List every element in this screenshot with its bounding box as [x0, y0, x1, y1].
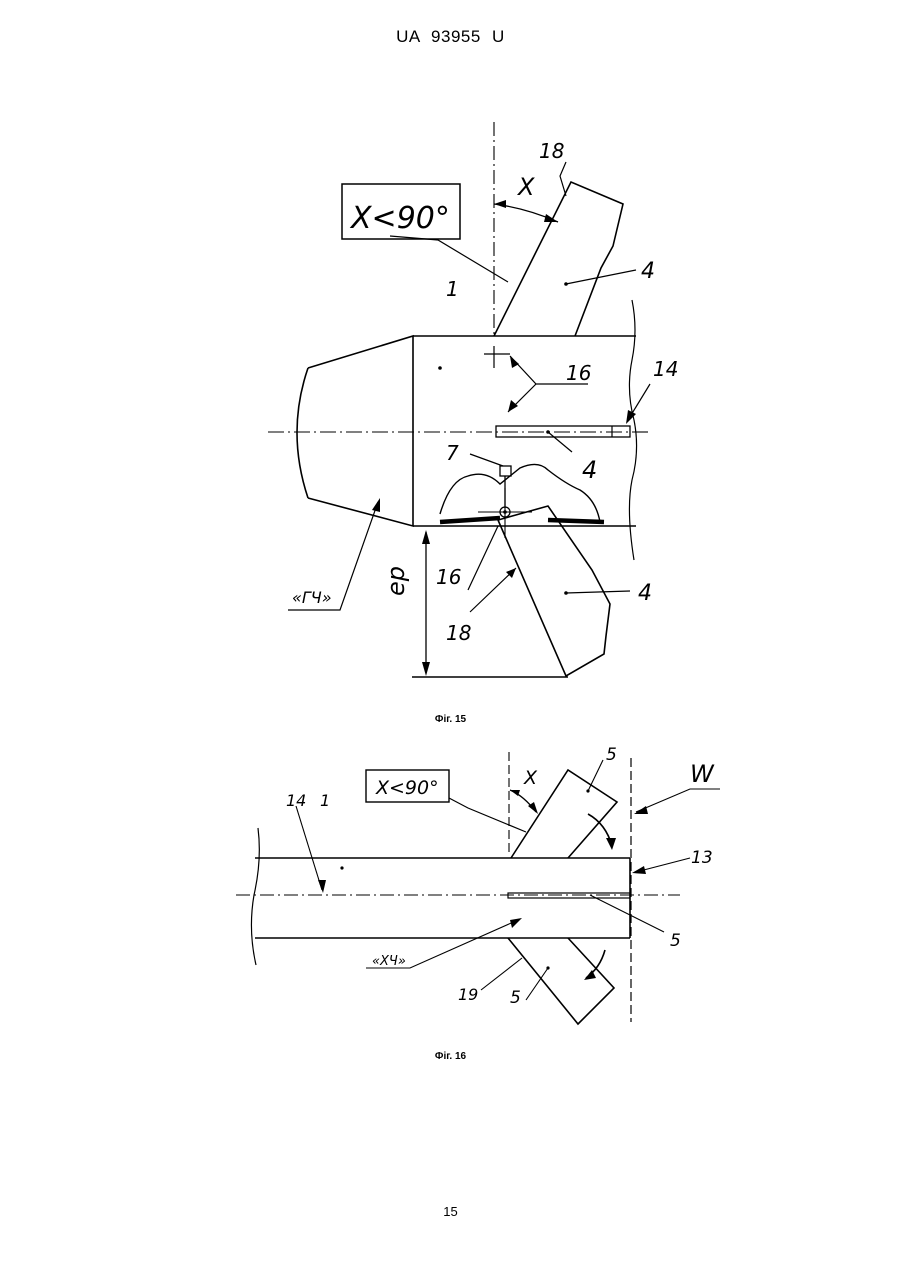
label-1-16: 1: [320, 791, 330, 810]
leader-4-mid: [548, 432, 572, 452]
label-xch: «ХЧ»: [372, 954, 406, 969]
leader-7: [470, 454, 503, 466]
lower-knife-4: [498, 506, 610, 676]
figure-16-drawing: [236, 752, 720, 1024]
arrowhead: [422, 662, 430, 676]
label-14-16: 14: [286, 791, 306, 810]
label-4-mid: 4: [582, 456, 597, 484]
hatched-edge-left: [440, 518, 500, 522]
angle-label-15: X<90°: [349, 201, 450, 236]
arrowhead: [606, 838, 616, 850]
leader-w: [636, 789, 720, 812]
angle-label-16: X<90°: [375, 777, 439, 799]
head-part-outline: [308, 336, 413, 526]
leader-4-top: [566, 270, 636, 284]
label-13: 13: [691, 848, 713, 868]
label-1: 1: [446, 277, 459, 301]
leader-18-top: [560, 162, 566, 196]
label-7: 7: [446, 441, 459, 465]
arrowhead: [494, 200, 506, 208]
leader-19: [481, 958, 522, 990]
leader-5-top: [588, 760, 603, 791]
label-18-low: 18: [446, 621, 471, 645]
arrowhead: [632, 866, 646, 874]
label-19: 19: [458, 985, 478, 1004]
leader-dot: [564, 591, 568, 595]
leader-16-low: [468, 526, 498, 590]
figure-16-caption: Фіг. 16: [0, 1051, 901, 1062]
label-5-low: 5: [510, 988, 521, 1008]
head-part-dome: [297, 368, 308, 498]
angle-symbol-15: X: [516, 173, 535, 201]
page-number: 15: [0, 1204, 901, 1219]
arrowhead: [508, 400, 518, 412]
leader-dot: [564, 282, 568, 286]
arrowhead: [510, 918, 522, 928]
fastener-7: [500, 466, 511, 476]
label-5-top: 5: [606, 745, 617, 765]
label-5-right: 5: [670, 931, 681, 951]
label-ep: ep: [382, 566, 410, 596]
label-gch: «ГЧ»: [292, 588, 332, 607]
callout-leader-16: [449, 798, 526, 832]
hatched-edge-right: [548, 520, 604, 522]
arrowhead: [544, 214, 558, 222]
leader-5-right: [590, 895, 664, 932]
arrowhead: [510, 356, 519, 368]
label-14: 14: [653, 357, 678, 381]
figure-15-caption: Фіг. 15: [0, 714, 901, 725]
leader-14-16: [296, 806, 322, 890]
lower-blade-5: [508, 938, 614, 1024]
upper-knife-4: [494, 182, 623, 336]
arrowhead: [372, 498, 380, 512]
leader-dot: [340, 866, 343, 869]
leader-4-low: [566, 591, 630, 593]
label-4-top: 4: [641, 259, 655, 284]
label-16-low: 16: [436, 565, 461, 589]
break-line-16: [251, 828, 259, 965]
arrowhead: [318, 880, 326, 893]
angle-symbol-16: X: [523, 767, 538, 789]
arrowhead: [422, 530, 430, 544]
label-18-top: 18: [539, 139, 564, 163]
label-w: W: [690, 760, 715, 788]
leader-dot: [546, 966, 549, 969]
rotation-arrow-bottom: [586, 950, 605, 978]
callout-leader: [390, 236, 508, 282]
arrowhead: [634, 806, 648, 814]
label-16-mid: 16: [566, 361, 591, 385]
leader-dot: [438, 366, 442, 370]
label-4-low: 4: [638, 581, 652, 606]
